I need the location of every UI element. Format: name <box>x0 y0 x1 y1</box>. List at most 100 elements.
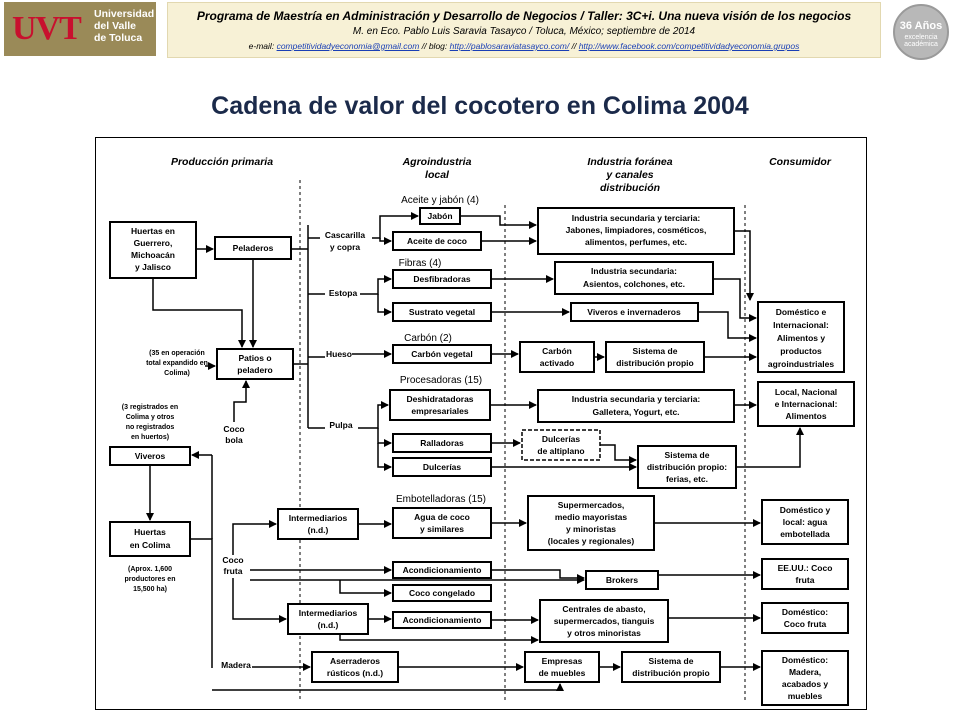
logo-text-line-1: Universidad <box>94 8 155 20</box>
svg-text:Desfibradoras: Desfibradoras <box>413 274 470 284</box>
email-link[interactable]: competitividadyeconomia@gmail.com <box>276 41 420 51</box>
node-industria-asientos: Industria secundaria:Asientos, colchones… <box>554 261 714 295</box>
anniversary-seal: 36 Años excelencia académica <box>893 4 949 60</box>
label-hueso: Hueso <box>326 349 352 359</box>
svg-text:Doméstico:Coco fruta: Doméstico:Coco fruta <box>782 607 828 629</box>
node-acondicionamiento-1: Acondicionamiento <box>392 561 492 579</box>
svg-text:Viveros: Viveros <box>135 451 166 461</box>
node-viveros: Viveros <box>109 446 191 466</box>
svg-text:Carbón vegetal: Carbón vegetal <box>411 349 472 359</box>
logo-mark: UVT <box>12 10 82 47</box>
group-label-procesadoras: Procesadoras (15) <box>400 375 482 386</box>
svg-text:Acondicionamiento: Acondicionamiento <box>403 615 482 625</box>
node-brokers: Brokers <box>585 570 659 590</box>
program-title: Programa de Maestría en Administración y… <box>196 9 852 23</box>
node-sustrato: Sustrato vegetal <box>392 302 492 322</box>
node-centrales-abasto: Centrales de abasto,supermercados, tiang… <box>539 599 669 643</box>
author-line: M. en Eco. Pablo Luis Saravia Tasayco / … <box>352 26 696 37</box>
svg-text:Industria secundaria y terciar: Industria secundaria y terciaria:Gallete… <box>572 394 701 417</box>
svg-text:Viveros e invernaderos: Viveros e invernaderos <box>587 307 681 317</box>
node-intermediarios-2: Intermediarios(n.d.) <box>287 603 369 635</box>
node-peladeros: Peladeros <box>214 236 292 260</box>
node-consumo-coco-fruta: Doméstico:Coco fruta <box>761 602 849 634</box>
svg-text:Intermediarios(n.d.): Intermediarios(n.d.) <box>299 608 358 630</box>
group-label-embotelladoras: Embotelladoras (15) <box>396 494 486 505</box>
svg-text:Jabón: Jabón <box>427 211 452 221</box>
node-carbon-vegetal: Carbón vegetal <box>392 344 492 364</box>
svg-text:Brokers: Brokers <box>606 575 638 585</box>
connectors <box>146 212 804 691</box>
facebook-link[interactable]: http://www.facebook.com/competitividadye… <box>578 41 800 51</box>
svg-text:Ralladoras: Ralladoras <box>420 438 464 448</box>
university-logo[interactable]: UVT Universidad del Valle de Toluca <box>4 2 156 56</box>
svg-text:Intermediarios(n.d.): Intermediarios(n.d.) <box>289 513 348 535</box>
node-ralladoras: Ralladoras <box>392 433 492 453</box>
node-industria-jabones: Industria secundaria y terciaria:Jabones… <box>537 207 735 255</box>
node-intermediarios-1: Intermediarios(n.d.) <box>277 508 359 540</box>
label-pulpa: Pulpa <box>329 420 352 430</box>
seal-caption: excelencia académica <box>904 34 938 48</box>
contact-line: e-mail: competitividadyeconomia@gmail.co… <box>168 41 880 51</box>
svg-text:Sustrato vegetal: Sustrato vegetal <box>409 307 475 317</box>
node-desfibradoras: Desfibradoras <box>392 269 492 289</box>
group-label-carbon: Carbón (2) <box>404 333 452 344</box>
diagram-frame <box>95 137 867 710</box>
svg-text:Coco congelado: Coco congelado <box>409 588 475 598</box>
logo-text: Universidad del Valle de Toluca <box>94 8 156 44</box>
blog-link[interactable]: http://pablosaraviatasayco.com/ <box>449 41 570 51</box>
node-aceite-coco: Aceite de coco <box>392 231 482 251</box>
blog-label: // blog: <box>421 41 448 51</box>
program-banner: Programa de Maestría en Administración y… <box>167 2 881 58</box>
svg-text:Industria secundaria:Asientos,: Industria secundaria:Asientos, colchones… <box>583 266 685 289</box>
facebook-separator: // <box>571 41 577 51</box>
column-header-primary: Producción primaria <box>171 156 273 168</box>
label-estopa: Estopa <box>329 288 358 298</box>
seal-years: 36 Años <box>899 20 943 32</box>
logo-text-line-2: del Valle <box>94 20 137 32</box>
logo-text-line-3: de Toluca <box>94 32 143 44</box>
